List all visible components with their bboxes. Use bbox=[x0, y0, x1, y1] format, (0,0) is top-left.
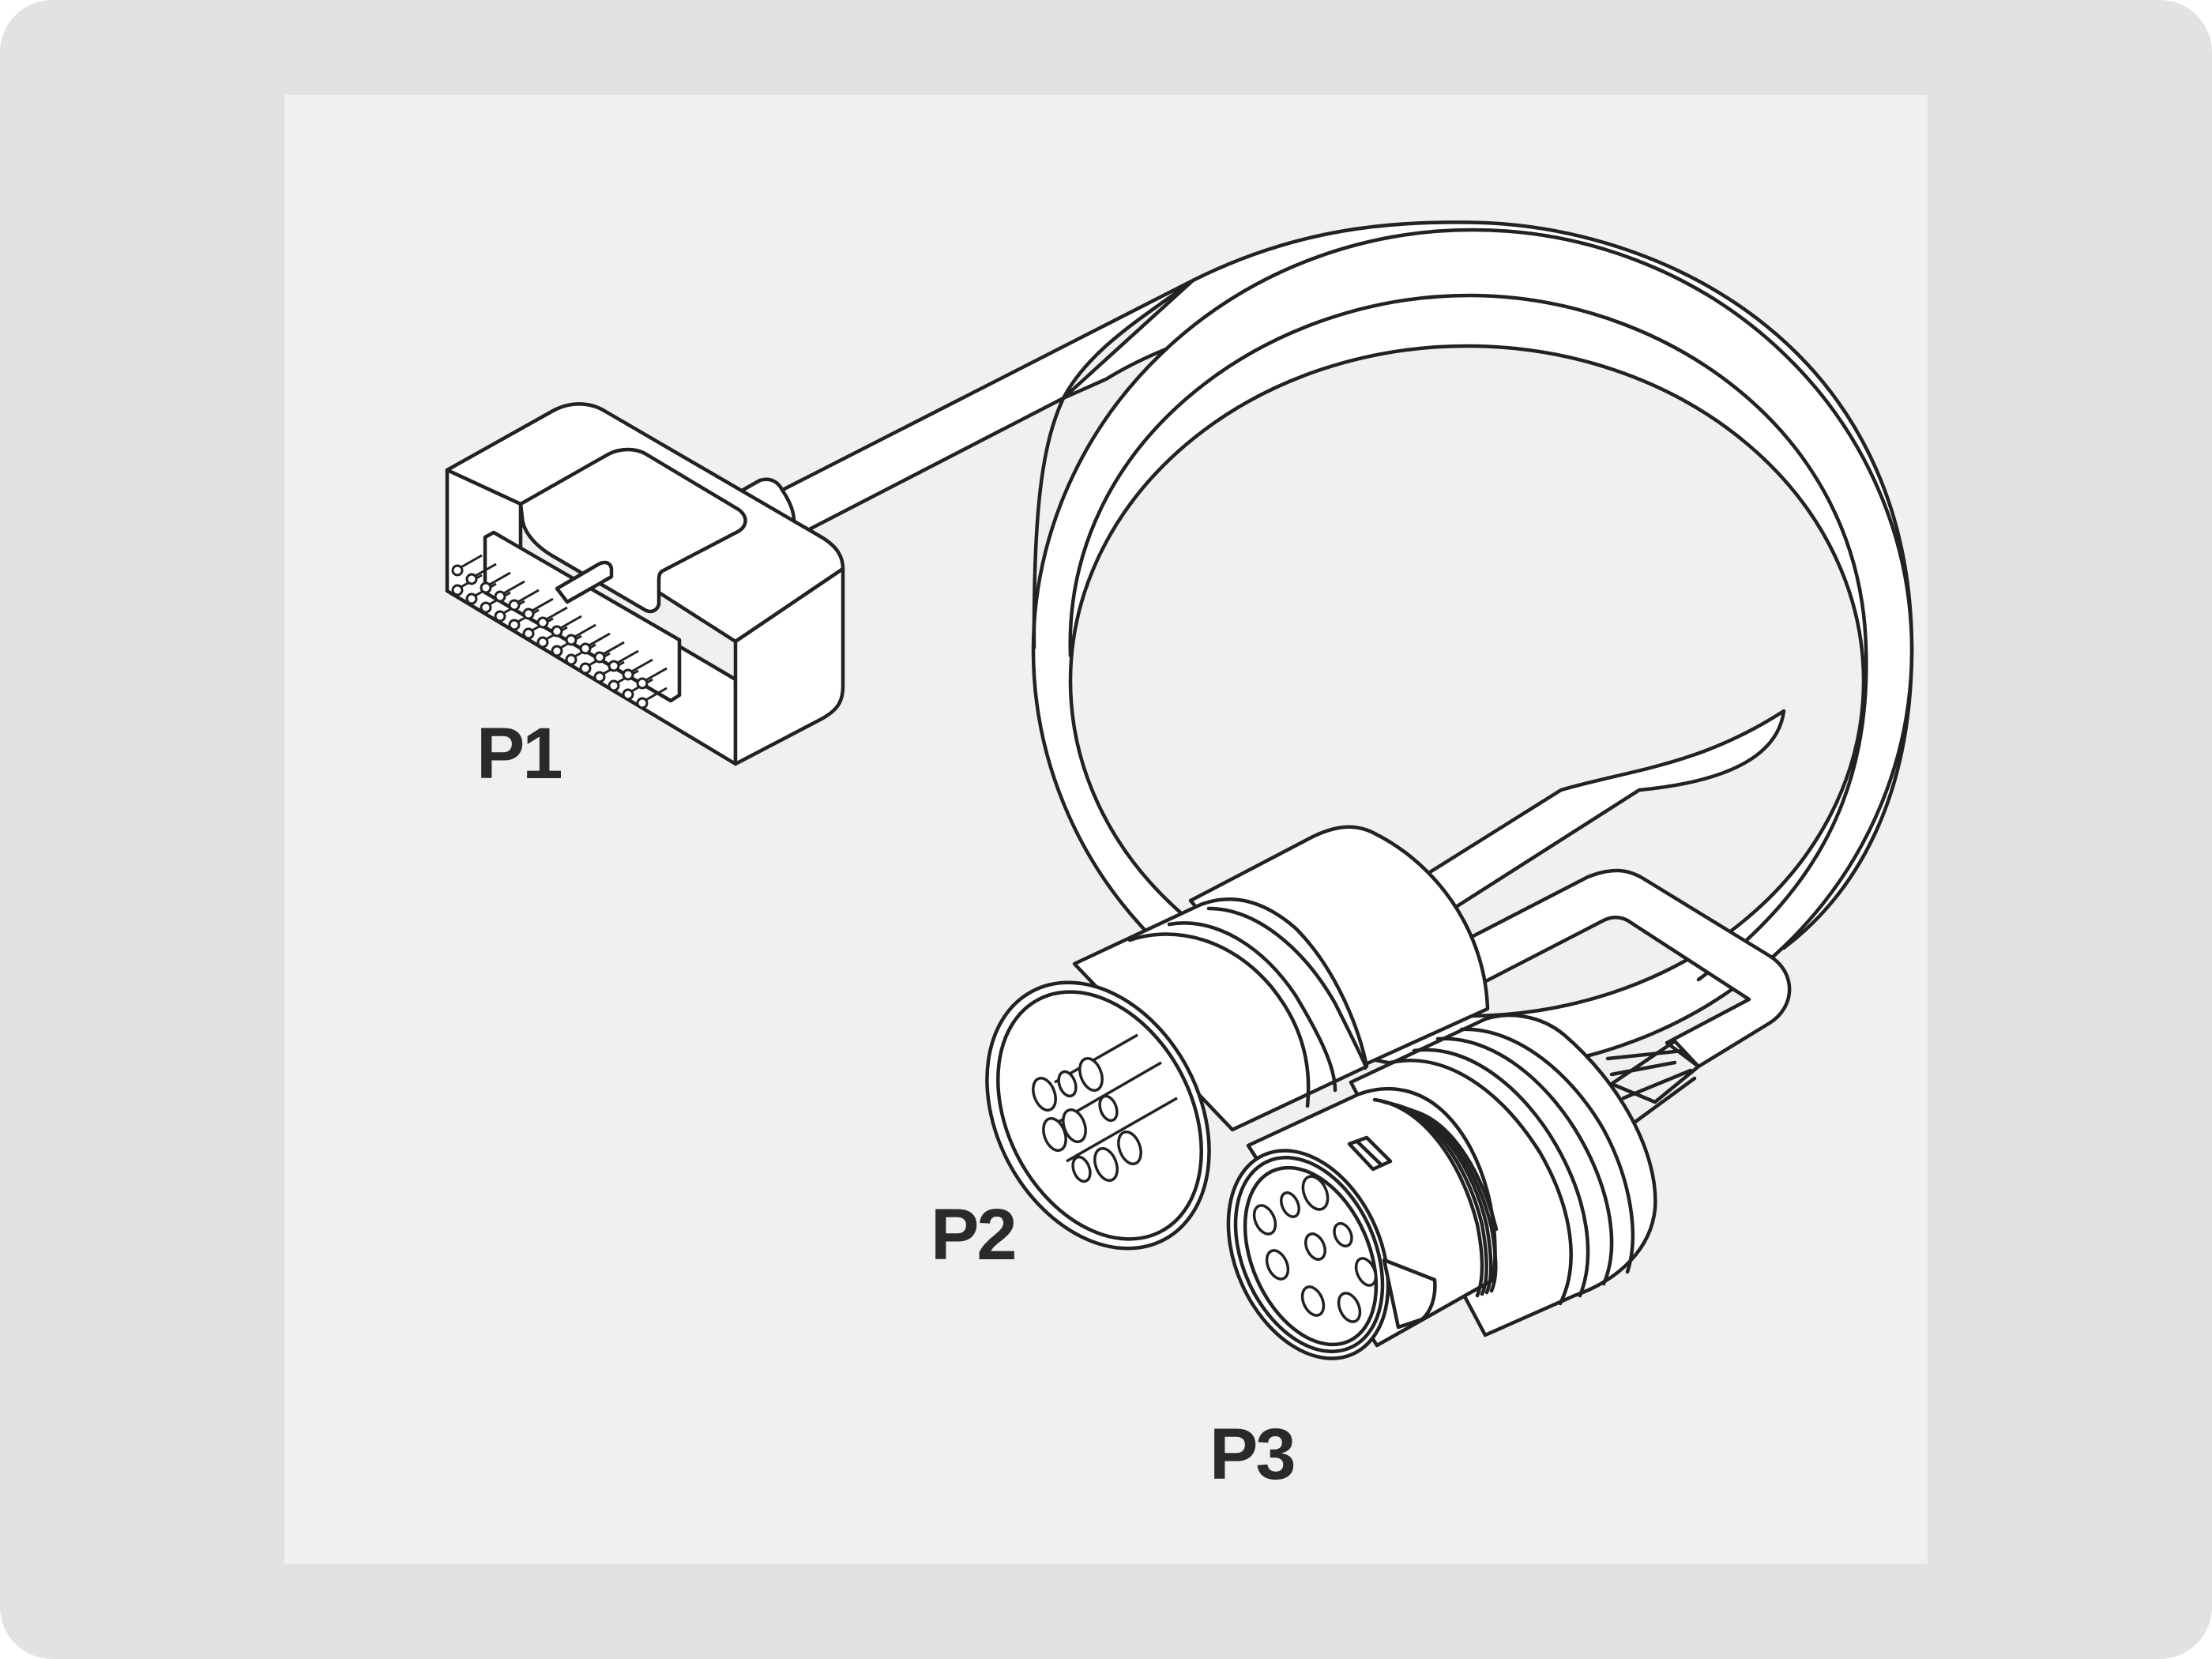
p2-label: P2 bbox=[931, 1194, 1018, 1275]
p3-sockets bbox=[1252, 1175, 1378, 1323]
p3-connector bbox=[1226, 1014, 1657, 1360]
p3-label: P3 bbox=[1209, 1414, 1296, 1495]
p2-pins bbox=[1032, 1033, 1178, 1183]
p1-connector bbox=[445, 402, 845, 766]
p2-connector bbox=[985, 825, 1490, 1251]
p1-pins bbox=[451, 554, 668, 709]
p1-label: P1 bbox=[476, 713, 563, 794]
cable-loop bbox=[769, 220, 1914, 1073]
y-branch-cable bbox=[1462, 868, 1792, 1124]
